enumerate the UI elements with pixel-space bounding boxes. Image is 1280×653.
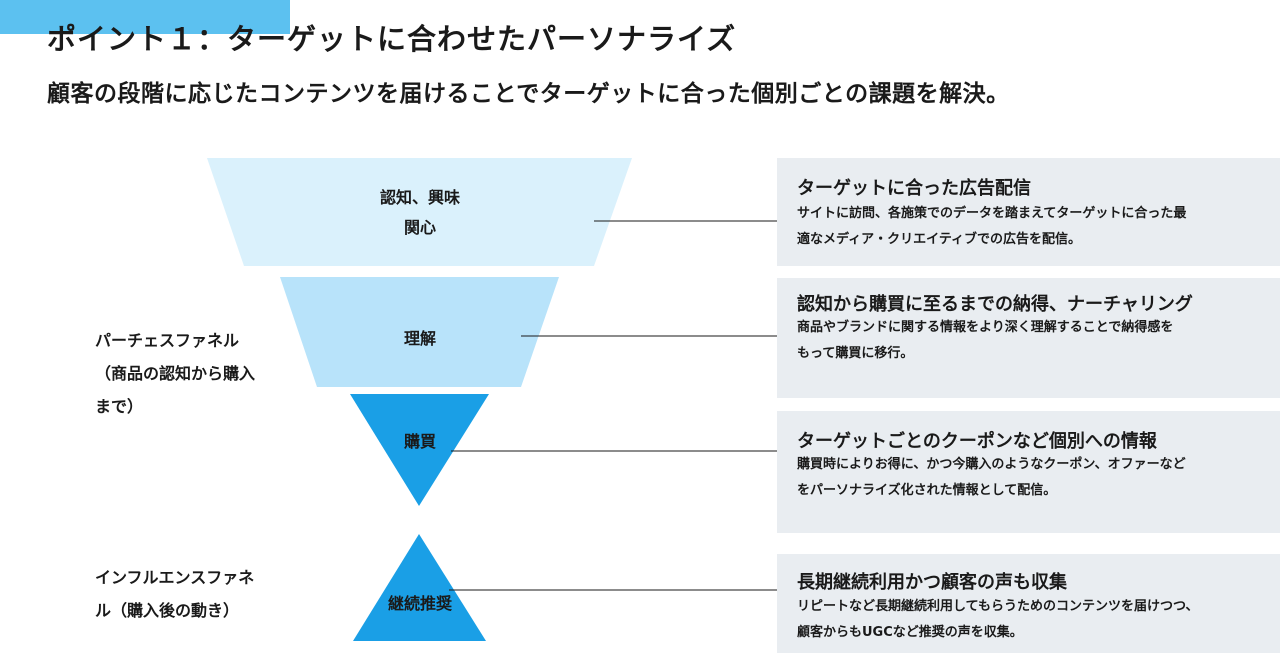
stage-label-advocacy: 継続推奨 [387,594,452,613]
info-card-understanding: 認知から購買に至るまでの納得、ナーチャリング 商品やブランドに関する情報をより深… [777,278,1280,398]
info-card-awareness: ターゲットに合った広告配信 サイトに訪問、各施策でのデータを踏まえてターゲットに… [777,158,1280,266]
stage-label-awareness-line2: 関心 [403,218,436,237]
card-description: 商品やブランドに関する情報をより深く理解することで納得感を もって購買に移行。 [797,315,1267,367]
card-description: 購買時によりお得に、かつ今購入のようなクーポン、オファーなど をパーソナライズ化… [797,452,1267,504]
card-description-line1: サイトに訪問、各施策でのデータを踏まえてターゲットに合った最 [797,206,1187,221]
card-description-line1: 商品やブランドに関する情報をより深く理解することで納得感を [797,320,1174,335]
stage-label-awareness-line1: 認知、興味 [379,188,460,207]
purchase-funnel-label: パーチェスファネル （商品の認知から購入 まで） [95,324,255,423]
card-description-line2: をパーソナライズ化された情報として配信。 [797,483,1057,498]
funnel-stage-purchase [350,394,489,506]
purchase-funnel-label-line1: パーチェスファネル [95,331,240,350]
page-title: ポイント１：ターゲットに合わせたパーソナライズ [47,22,737,56]
info-card-purchase: ターゲットごとのクーポンなど個別への情報 購買時によりお得に、かつ今購入のような… [777,411,1280,533]
card-description-line2: 適なメディア・クリエイティブでの広告を配信。 [797,232,1082,247]
card-description-line1: リピートなど長期継続利用してもらうためのコンテンツを届けつつ、 [797,599,1199,614]
influence-funnel-label-line2: ル（購入後の動き） [95,601,240,620]
card-title: 長期継続利用かつ顧客の声も収集 [797,572,1067,593]
stage-label-awareness: 認知、興味 関心 [360,183,480,243]
card-description: サイトに訪問、各施策でのデータを踏まえてターゲットに合った最 適なメディア・クリ… [797,201,1267,253]
stage-label-understanding: 理解 [403,329,436,348]
card-title: 認知から購買に至るまでの納得、ナーチャリング [797,294,1193,315]
card-description-line2: 顧客からもUGCなど推奨の声を収集。 [797,625,1023,640]
page-subtitle: 顧客の段階に応じたコンテンツを届けることでターゲットに合った個別ごとの課題を解決… [47,81,1010,107]
card-title: ターゲットに合った広告配信 [797,178,1031,199]
purchase-funnel-label-line3: まで） [95,397,144,416]
header-accent-bar [0,0,290,34]
funnel-stage-awareness [207,158,632,266]
funnel-stage-advocacy [353,534,486,641]
info-card-advocacy: 長期継続利用かつ顧客の声も収集 リピートなど長期継続利用してもらうためのコンテン… [777,554,1280,653]
stage-label-purchase: 購買 [403,432,436,451]
influence-funnel-label-line1: インフルエンスファネ [95,568,255,587]
influence-funnel-label: インフルエンスファネ ル（購入後の動き） [95,561,254,627]
funnel-stage-understanding [280,277,559,387]
card-description: リピートなど長期継続利用してもらうためのコンテンツを届けつつ、 顧客からもUGC… [797,594,1267,646]
card-description-line1: 購買時によりお得に、かつ今購入のようなクーポン、オファーなど [797,457,1186,472]
card-description-line2: もって購買に移行。 [797,346,914,361]
card-title: ターゲットごとのクーポンなど個別への情報 [797,431,1157,452]
purchase-funnel-label-line2: （商品の認知から購入 [95,364,256,383]
